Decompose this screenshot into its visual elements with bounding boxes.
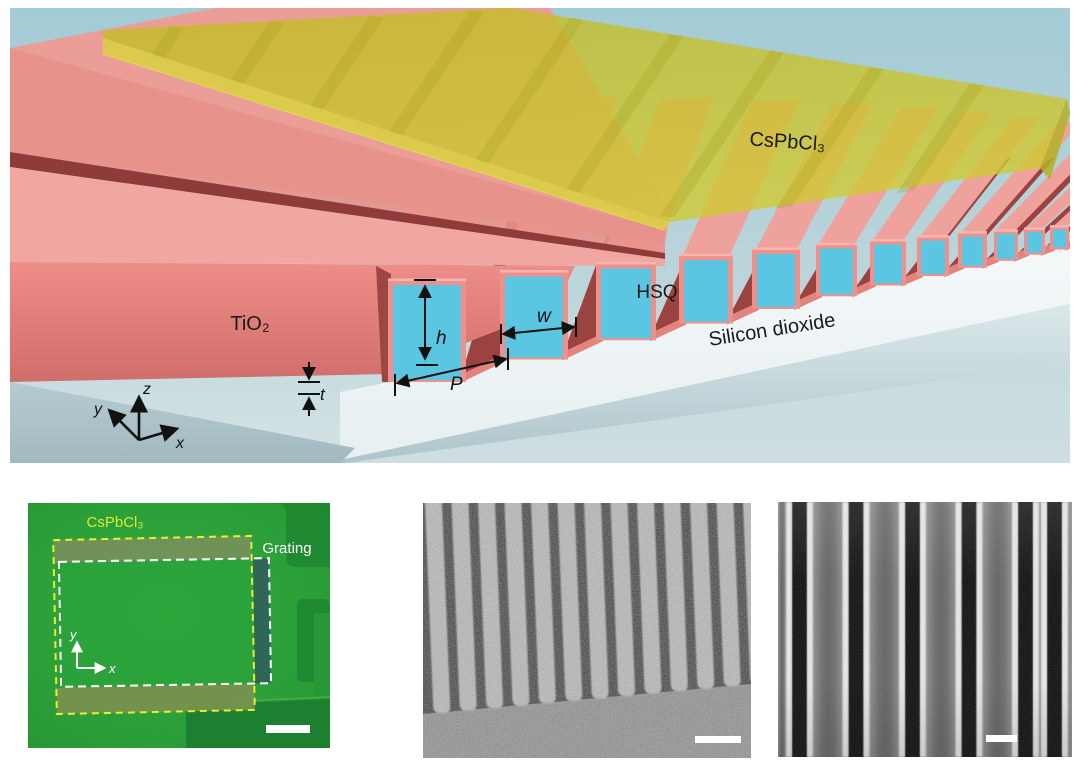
tio2-label: TiO₂: [230, 313, 269, 335]
t-dimension-arrow: [298, 362, 320, 416]
sem-image-top-view: [778, 502, 1072, 757]
y-axis-label: y: [69, 627, 78, 642]
p-dimension-label: P: [450, 374, 463, 395]
image-axes-icon: [71, 640, 107, 674]
w-dimension-arrow: [500, 317, 577, 344]
film-outline-dashed: [52, 534, 256, 716]
cspbcl3-film-slab: [102, 8, 1070, 231]
sem-image-tilted: [423, 503, 751, 758]
scale-bar: [266, 725, 310, 733]
coordinate-axes-icon: [107, 394, 180, 442]
substrate-block: [340, 246, 1070, 463]
schematic-3d: CsPbCl₃ TiO₂ HSQ Silicon dioxide h w P t…: [10, 8, 1070, 463]
grating-region: [58, 558, 272, 687]
film-outline-label: CsPbCl₃: [87, 514, 144, 531]
film-region: [53, 535, 255, 715]
p-dimension-arrow: [394, 348, 509, 396]
y-axis-label: y: [93, 401, 103, 418]
hsq-label: HSQ: [636, 282, 677, 303]
sem-noise-overlay: [423, 503, 751, 758]
grating-front-faces: [388, 225, 1069, 382]
dimension-annotations: [107, 279, 577, 442]
optical-microscope-image: CsPbCl₃ Grating y x: [28, 503, 330, 748]
h-dimension-label: h: [436, 328, 447, 349]
x-axis-label: x: [175, 435, 185, 452]
z-axis-label: z: [142, 381, 151, 398]
film-label: CsPbCl₃: [749, 128, 826, 155]
scale-bar: [695, 736, 741, 743]
chip-step-features: [185, 503, 330, 748]
grating-outline-label: Grating: [262, 540, 311, 557]
w-dimension-label: w: [537, 306, 552, 327]
x-axis-label: x: [108, 661, 116, 676]
scale-bar: [986, 735, 1017, 742]
t-dimension-label: t: [320, 385, 326, 404]
sem-noise-overlay: [778, 502, 1072, 757]
grating-outline-dashed: [57, 557, 273, 688]
